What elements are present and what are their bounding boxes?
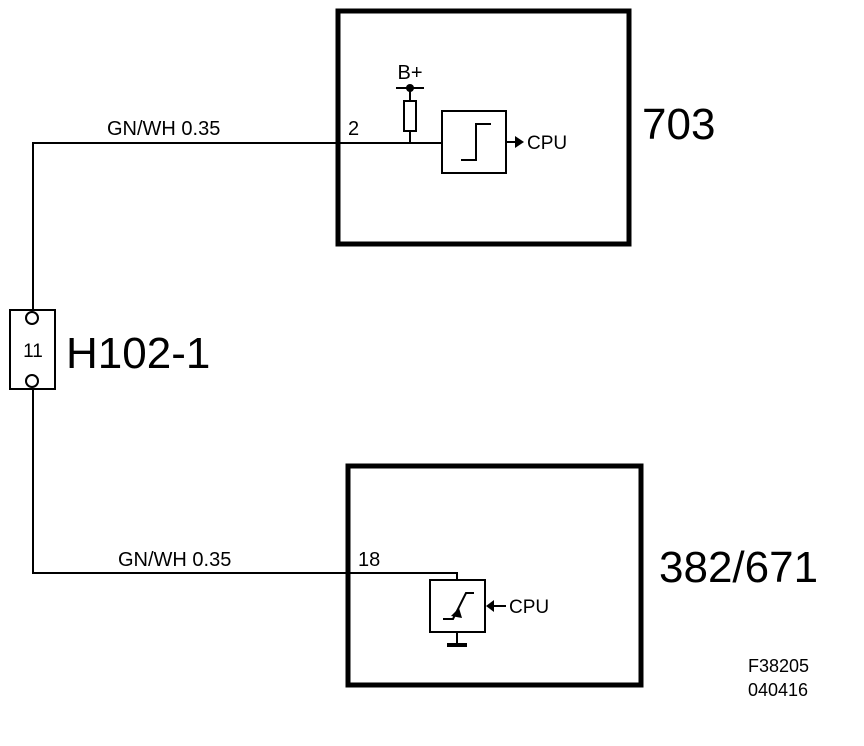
figure-code-line1: F38205 — [748, 656, 809, 676]
transistor-icon — [429, 579, 486, 633]
wire-upper-label: GN/WH 0.35 — [107, 118, 220, 140]
connector-pin-hole-top — [25, 311, 39, 325]
ground-icon — [447, 632, 467, 647]
connector-h102-1: 11 — [9, 309, 56, 390]
wire-lower-label: GN/WH 0.35 — [118, 549, 231, 571]
supply-label: B+ — [397, 62, 422, 84]
supply-node — [406, 84, 414, 92]
module-382-cpu-label: CPU — [509, 597, 549, 618]
connector-label: H102-1 — [66, 329, 210, 378]
output-arrow-icon — [515, 136, 524, 148]
module-703-cpu-label: CPU — [527, 133, 567, 154]
pull-up-resistor — [403, 100, 417, 132]
wire-lower — [32, 385, 458, 580]
module-382-671: 18 CPU — [345, 463, 644, 688]
input-arrow-icon — [486, 600, 494, 612]
schmitt-trigger-icon — [441, 110, 507, 174]
connector-pin-hole-bottom — [25, 374, 39, 388]
module-382-671-id: 382/671 — [659, 543, 818, 592]
module-382-pin-number: 18 — [358, 549, 380, 571]
module-703-id: 703 — [642, 100, 715, 149]
module-703-pin-number: 2 — [348, 118, 359, 140]
wire-upper — [32, 142, 410, 310]
connector-pin-number: 11 — [23, 341, 43, 362]
module-703: 2 B+ CPU — [335, 8, 632, 247]
figure-code-line2: 040416 — [748, 680, 808, 700]
